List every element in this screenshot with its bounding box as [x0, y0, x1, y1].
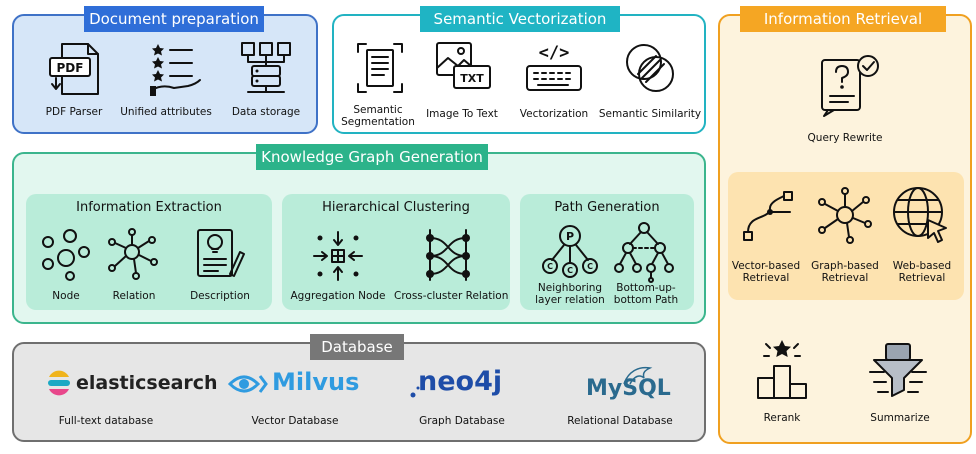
- semantic-similarity-icon: [626, 44, 674, 92]
- path-generation-title: Path Generation: [554, 200, 660, 215]
- p-letter: P: [566, 230, 574, 243]
- path-generation-section: [520, 194, 694, 310]
- label-cross-cluster-relation: Cross-cluster Relation: [394, 290, 509, 302]
- hierarchical-clustering-title: Hierarchical Clustering: [322, 200, 470, 215]
- label-unified-attributes: Unified attributes: [120, 106, 212, 118]
- elasticsearch-logo-icon: [48, 370, 70, 396]
- label-vector-based-retrieval: Vector-based Retrieval: [731, 260, 801, 284]
- label-pdf-parser: PDF Parser: [45, 106, 103, 118]
- label-aggregation-node: Aggregation Node: [290, 290, 386, 302]
- information-extraction-title: Information Extraction: [76, 200, 222, 215]
- elasticsearch-logo: elasticsearch: [76, 372, 218, 394]
- mysql-dolphin-icon: [623, 366, 653, 385]
- document-preparation-title: Document preparation: [84, 6, 264, 32]
- neo4j-logo: neo4j: [418, 366, 503, 397]
- svg-text:C: C: [567, 266, 573, 275]
- label-semantic-segmentation: Semantic Segmentation: [341, 104, 415, 128]
- label-vectorization: Vectorization: [519, 108, 589, 120]
- label-description: Description: [190, 290, 250, 302]
- label-summarize: Summarize: [870, 412, 930, 424]
- cross-cluster-relation-icon: [426, 229, 470, 281]
- label-bottom-up-path: Bottom-up- bottom Path: [613, 282, 679, 306]
- label-node: Node: [52, 290, 80, 302]
- label-image-to-text: Image To Text: [426, 108, 498, 120]
- label-query-rewrite: Query Rewrite: [807, 132, 883, 144]
- label-relational-database: Relational Database: [567, 415, 673, 427]
- semantic-vectorization-title: Semantic Vectorization: [420, 6, 620, 32]
- information-retrieval-title: Information Retrieval: [740, 6, 946, 32]
- svg-text:C: C: [547, 262, 553, 271]
- milvus-logo-icon: [227, 375, 268, 393]
- vectorization-icon: </>: [526, 43, 582, 91]
- label-graph-based-retrieval: Graph-based Retrieval: [811, 260, 879, 284]
- hierarchical-clustering-section: [282, 194, 510, 310]
- code-icon-text: </>: [539, 43, 570, 63]
- rerank-icon: [757, 340, 807, 399]
- neighboring-layer-relation-icon: P C C C: [542, 225, 598, 278]
- pdf-icon-text: PDF: [57, 61, 84, 75]
- svg-text:C: C: [587, 262, 593, 271]
- summarize-icon: [869, 343, 927, 397]
- pdf-file-icon: PDF: [49, 43, 99, 95]
- mysql-logo: MySQL: [586, 376, 671, 401]
- semantic-segmentation-icon: [357, 43, 403, 93]
- neo4j-dots-icon: [410, 386, 420, 398]
- label-data-storage: Data storage: [231, 106, 301, 118]
- data-storage-icon: [241, 42, 291, 93]
- knowledge-graph-title: Knowledge Graph Generation: [256, 144, 488, 170]
- database-title: Database: [310, 334, 404, 360]
- query-rewrite-icon: [821, 55, 879, 117]
- unified-attributes-icon: [150, 44, 201, 96]
- description-icon: [197, 229, 245, 277]
- vector-based-retrieval-icon: [743, 191, 793, 241]
- image-to-text-icon: TXT: [436, 42, 491, 89]
- label-semantic-similarity: Semantic Similarity: [598, 108, 702, 120]
- aggregation-node-icon: [313, 231, 363, 281]
- bottom-up-path-icon: [614, 222, 674, 283]
- label-full-text-database: Full-text database: [58, 415, 154, 427]
- label-vector-database: Vector Database: [251, 415, 339, 427]
- label-web-based-retrieval: Web-based Retrieval: [892, 260, 952, 284]
- txt-icon-text: TXT: [460, 72, 484, 85]
- label-graph-database: Graph Database: [419, 415, 505, 427]
- web-based-retrieval-icon: [893, 187, 947, 243]
- node-icon: [42, 229, 90, 281]
- semantic-vectorization-panel: [332, 14, 706, 134]
- label-rerank: Rerank: [763, 412, 801, 424]
- label-neighboring-layer-relation: Neighboring layer relation: [535, 282, 605, 306]
- label-relation: Relation: [112, 290, 156, 302]
- milvus-logo: Milvus: [272, 368, 360, 396]
- relation-icon: [108, 228, 158, 280]
- graph-based-retrieval-icon: [818, 187, 872, 244]
